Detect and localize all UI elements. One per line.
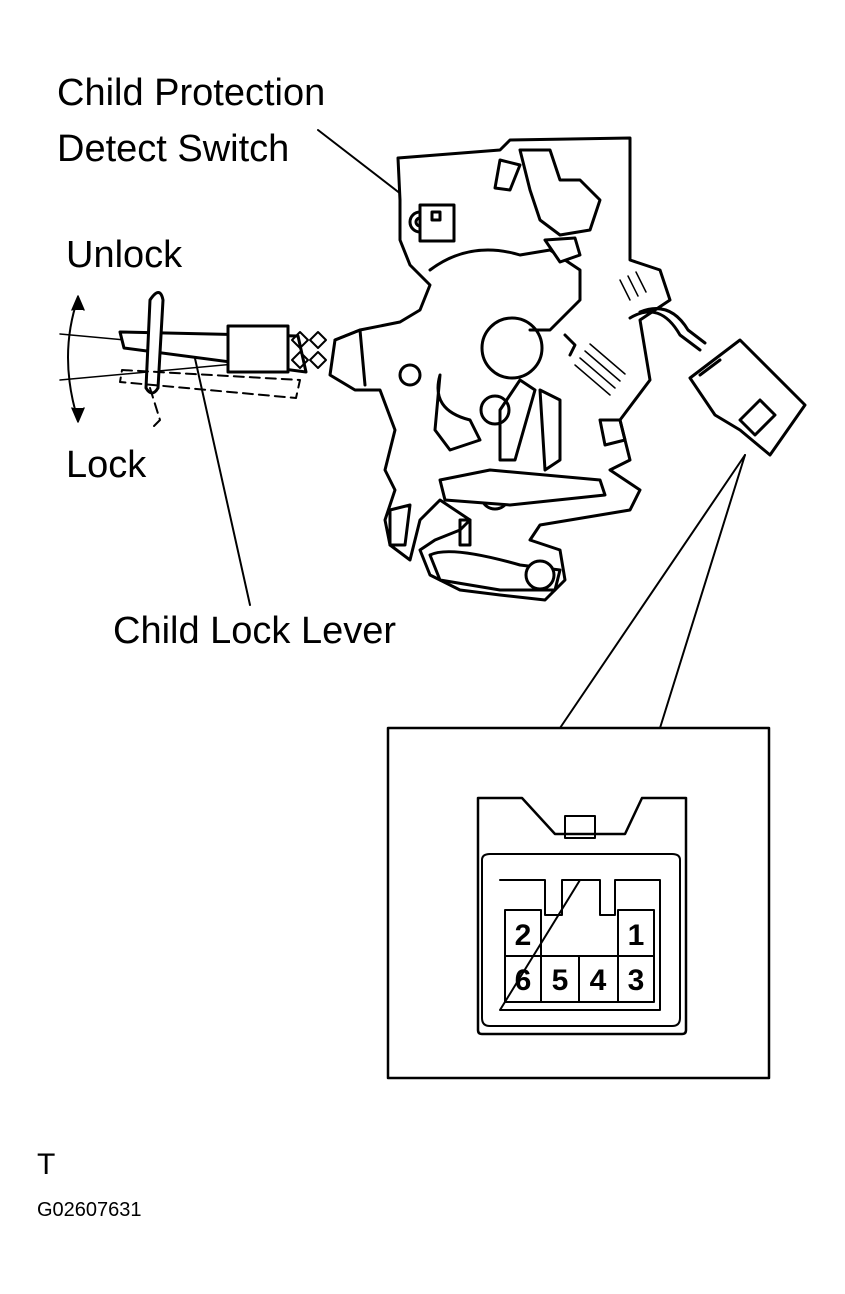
pin-label-4: 4 (590, 964, 607, 997)
connector-wire (628, 307, 707, 352)
child-lock-lever-label: Child Lock Lever (113, 610, 397, 652)
unlock-label: Unlock (66, 234, 183, 276)
connector-housing (476, 796, 688, 1036)
pin-cell-3 (617, 955, 655, 1003)
body-connector (688, 338, 807, 457)
leader-child-lock-lever (191, 344, 251, 606)
figure-code: G02607631 (37, 1199, 142, 1221)
pin-label-5: 5 (552, 964, 569, 997)
callout-line-right (659, 454, 746, 729)
connector-zoom-frame (386, 726, 771, 1080)
child-lock-lever-lock-position (119, 369, 301, 431)
footer-letter: T (37, 1148, 56, 1181)
pin-label-1: 1 (628, 919, 645, 952)
pin-label-3: 3 (628, 964, 645, 997)
child-protection-label-line1: Child Protection (57, 72, 326, 114)
child-lock-lever (118, 291, 327, 395)
lock-body (328, 136, 672, 602)
lock-label: Lock (66, 444, 147, 486)
pin-label-2: 2 (515, 919, 532, 952)
child-protection-label-line2: Detect Switch (57, 128, 290, 170)
connector-pins (504, 909, 655, 1003)
callout-line-left (559, 454, 746, 729)
pin-label-6: 6 (515, 964, 532, 997)
